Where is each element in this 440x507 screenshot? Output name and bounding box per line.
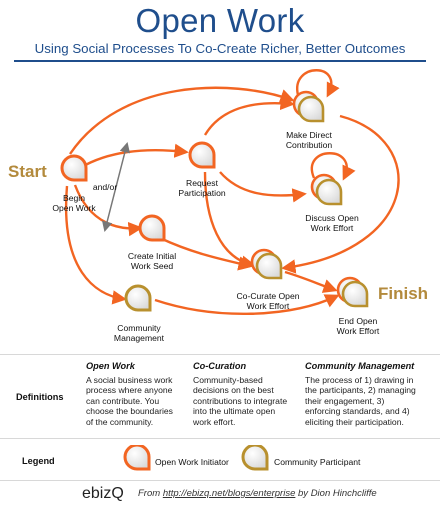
arrow-direct-to-cocurate: [281, 114, 400, 274]
arrow-discuss-self-loop: [310, 152, 356, 181]
legend-initiator-label: Open Work Initiator: [155, 457, 229, 467]
node-request-label: Request Participation: [178, 178, 226, 198]
node-community-bubble-icon: [124, 284, 152, 312]
node-discuss-label: Discuss Open Work Effort: [305, 213, 359, 233]
ebizq-logo: ebizQ: [82, 485, 124, 502]
arrow-direct-self-loop: [296, 69, 340, 98]
node-end-label: End Open Work Effort: [336, 316, 380, 336]
and-or-double-arrow: [101, 141, 131, 233]
finish-label: Finish: [378, 284, 429, 303]
definition-community-management-heading: Community Management: [305, 361, 415, 371]
definitions-row-label: Definitions: [16, 392, 64, 402]
footer-credit: From http://ebizq.net/blogs/enterprise b…: [138, 488, 377, 499]
and-or-label: and/or: [92, 182, 118, 192]
definition-open-work-text: A social business work process where any…: [86, 375, 173, 427]
legend-initiator-bubble-icon: [123, 445, 151, 471]
node-cocurate-bubble-stack-icon: [250, 248, 283, 280]
flow-arrows: [64, 69, 400, 315]
legend-participant-bubble-icon: [241, 445, 269, 471]
definition-open-work-heading: Open Work: [86, 361, 135, 371]
node-begin-label: Begin Open Work: [52, 193, 96, 213]
footer-suffix: by Dion Hinchcliffe: [298, 488, 377, 499]
definition-co-curation-heading: Co-Curation: [193, 361, 247, 371]
node-seed-bubble-icon: [138, 214, 166, 242]
node-seed-label: Create Initial Work Seed: [127, 251, 177, 271]
arrow-community-to-end: [154, 294, 340, 315]
node-request-bubble-icon: [188, 141, 216, 169]
node-direct-bubble-stack-icon: [292, 90, 325, 123]
section-divider-top: [0, 354, 440, 355]
open-work-flow-diagram: [60, 69, 400, 315]
node-cocurate-label: Co-Curate Open Work Effort: [236, 291, 300, 311]
page-title: Open Work: [135, 2, 305, 39]
section-divider-middle: [0, 438, 440, 439]
node-end-bubble-stack-icon: [336, 276, 369, 308]
arrow-seed-to-cocurate: [159, 236, 253, 271]
arrow-begin-to-community: [64, 185, 127, 305]
arrow-request-to-discuss: [219, 171, 307, 203]
arrow-cocurate-to-end: [284, 270, 338, 293]
arrow-begin-to-direct: [69, 86, 295, 155]
arrow-request-to-direct: [203, 95, 295, 136]
page-subtitle: Using Social Processes To Co-Create Rich…: [34, 41, 406, 56]
footer-prefix: From: [138, 488, 161, 499]
legend-row-label: Legend: [22, 456, 55, 466]
definition-co-curation-text: Community-based decisions on the best co…: [193, 375, 288, 427]
title-divider: [14, 60, 426, 62]
node-discuss-bubble-stack-icon: [310, 173, 343, 206]
legend-participant-label: Community Participant: [274, 457, 361, 467]
node-community-label: Community Management: [113, 323, 165, 343]
footer-source-link[interactable]: http://ebizq.net/blogs/enterprise: [162, 488, 296, 499]
definition-community-management-text: The process of 1) drawing in the partici…: [305, 375, 416, 427]
section-divider-bottom: [0, 480, 440, 481]
node-begin-bubble-icon: [60, 154, 88, 182]
start-label: Start: [8, 162, 47, 181]
arrow-begin-to-request: [79, 143, 189, 170]
node-direct-label: Make Direct Contribution: [285, 130, 333, 150]
